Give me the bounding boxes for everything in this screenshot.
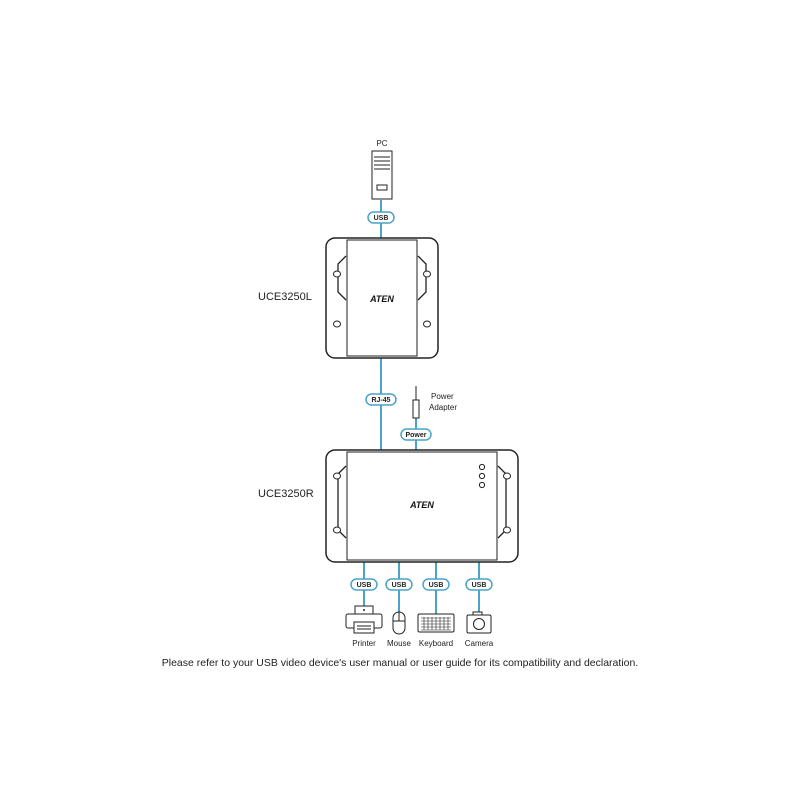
power-connector: Power [400,428,432,441]
keyboard-label: Keyboard [419,639,453,648]
mouse-usb-label: USB [392,582,407,589]
printer-usb-connector: USB [350,578,378,591]
mouse-usb-connector: USB [385,578,413,591]
remote-unit-brand: ATEN [409,500,434,510]
camera-label: Camera [465,639,494,648]
pc: PC [371,139,393,200]
power-adapter-plug-icon [412,386,420,419]
camera-usb-connector: USB [465,578,493,591]
rj45-label: RJ-45 [371,397,390,404]
compatibility-note: Please refer to your USB video device's … [161,657,639,669]
local-unit-label: UCE3250L [258,291,312,303]
led-indicator-1 [478,463,486,471]
remote-unit-device [325,449,519,563]
local-unit-brand: ATEN [369,294,394,304]
printer-usb-label: USB [357,582,372,589]
power-adapter-label-line1: Power [431,392,454,401]
mouse-icon [392,611,406,635]
led-indicator-3 [478,481,486,489]
remote-unit-label: UCE3250R [258,488,314,500]
printer-icon [345,605,383,634]
keyboard-usb-label: USB [429,582,444,589]
power-adapter-label-line2: Adapter [429,403,457,412]
camera-usb-label: USB [472,582,487,589]
led-indicator-2 [478,472,486,480]
keyboard-usb-connector: USB [422,578,450,591]
pc-label: PC [376,139,387,148]
power-label: Power [405,432,426,439]
pc-usb-connector: USB [367,211,395,224]
keyboard-icon [417,613,455,633]
pc-tower-icon [371,150,393,200]
printer-label: Printer [352,639,376,648]
camera-icon [466,611,492,634]
local-unit-device [325,237,439,359]
mouse-label: Mouse [387,639,412,648]
pc-usb-label: USB [374,215,389,222]
rj45-connector: RJ-45 [365,393,397,406]
